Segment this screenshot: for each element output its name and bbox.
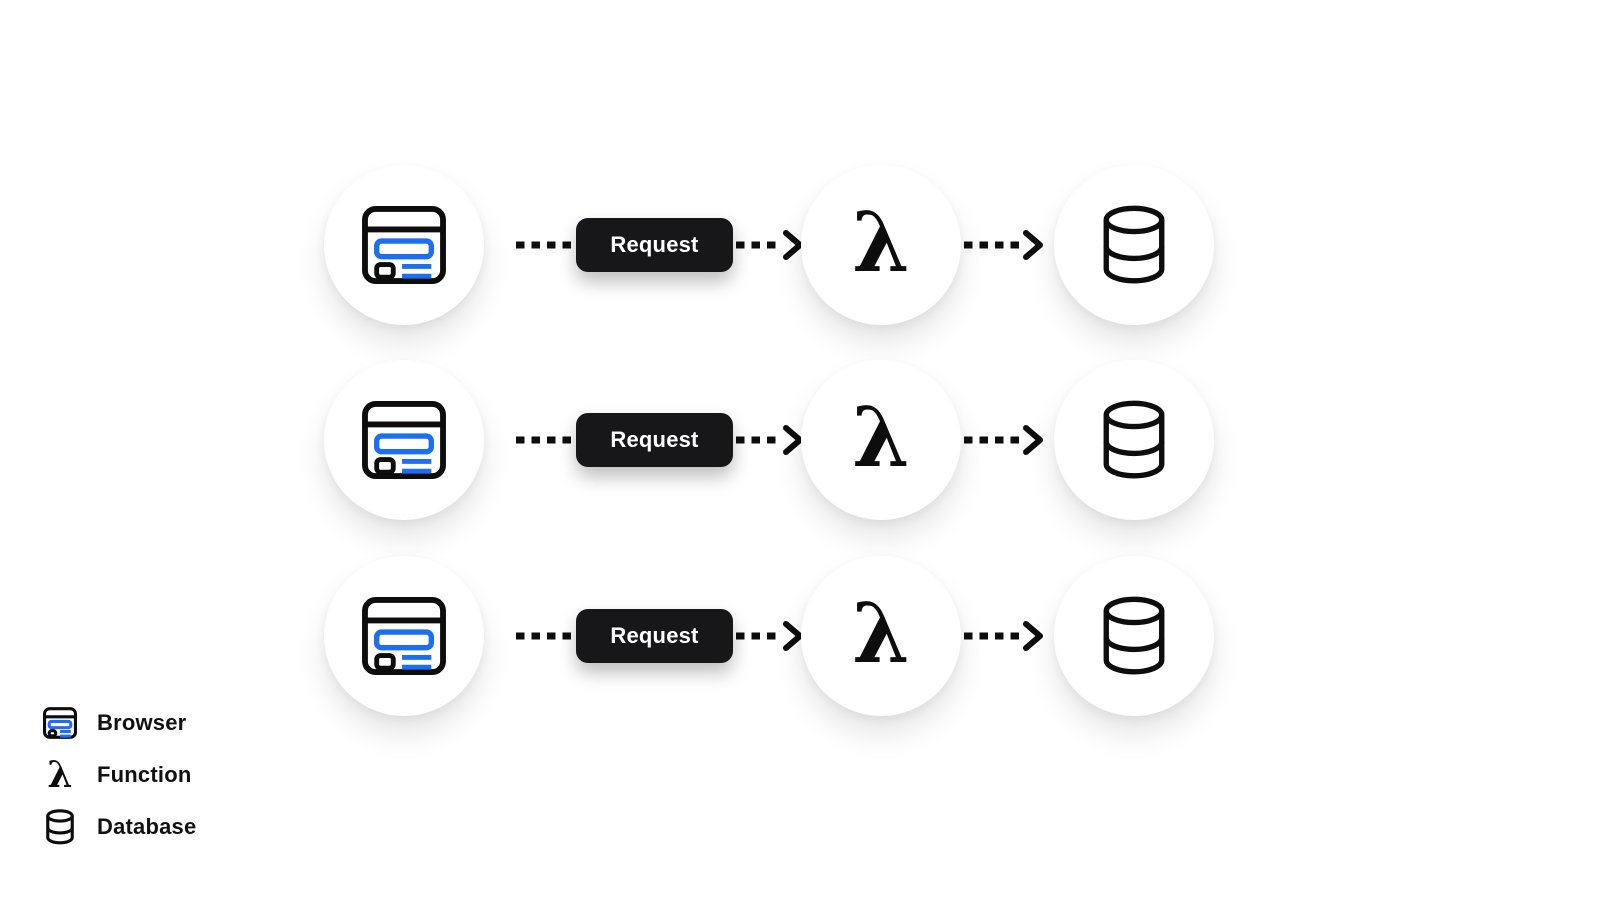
legend-label-browser: Browser (97, 710, 187, 735)
browser-node (324, 556, 484, 716)
request-label: Request (610, 232, 699, 257)
dashed-arrow (964, 230, 1043, 260)
request-label: Request (610, 427, 699, 452)
request-label-chip: Request (576, 609, 733, 663)
dashed-connector (516, 632, 577, 640)
dashed-arrow (964, 621, 1043, 651)
lambda-icon: λ (47, 754, 73, 796)
database-node (1054, 556, 1214, 716)
dashed-arrow (736, 230, 803, 260)
request-label-chip: Request (576, 413, 733, 467)
database-node (1054, 360, 1214, 520)
legend-label-database: Database (97, 814, 197, 839)
legend-item-browser: Browser (40, 697, 196, 749)
legend-label-function: Function (97, 762, 192, 787)
browser-node (324, 360, 484, 520)
flow-row-3: Request λ (324, 556, 1224, 716)
flow-row-1: Request λ (324, 165, 1224, 325)
request-label: Request (610, 623, 699, 648)
flow-row-2: Request λ (324, 360, 1224, 520)
lambda-icon: λ (852, 390, 910, 486)
database-icon (1103, 596, 1165, 675)
browser-icon (40, 707, 80, 739)
browser-icon (362, 596, 446, 676)
database-icon (1103, 205, 1165, 284)
function-node: λ (801, 165, 961, 325)
database-icon (40, 809, 80, 845)
function-node: λ (801, 360, 961, 520)
database-icon (1103, 400, 1165, 479)
request-label-chip: Request (576, 218, 733, 272)
lambda-icon: λ (852, 195, 910, 291)
lambda-icon: λ (852, 586, 910, 682)
dashed-connector (516, 241, 577, 249)
dashed-arrow (736, 425, 803, 455)
browser-node (324, 165, 484, 325)
legend-item-function: λ Function (40, 749, 196, 801)
dashed-arrow (736, 621, 803, 651)
function-node: λ (801, 556, 961, 716)
browser-icon (362, 400, 446, 480)
browser-icon (362, 205, 446, 285)
dashed-arrow (964, 425, 1043, 455)
dashed-connector (516, 436, 577, 444)
legend-item-database: Database (40, 801, 196, 853)
database-node (1054, 165, 1214, 325)
legend: Browser λ Function Database (40, 697, 196, 853)
